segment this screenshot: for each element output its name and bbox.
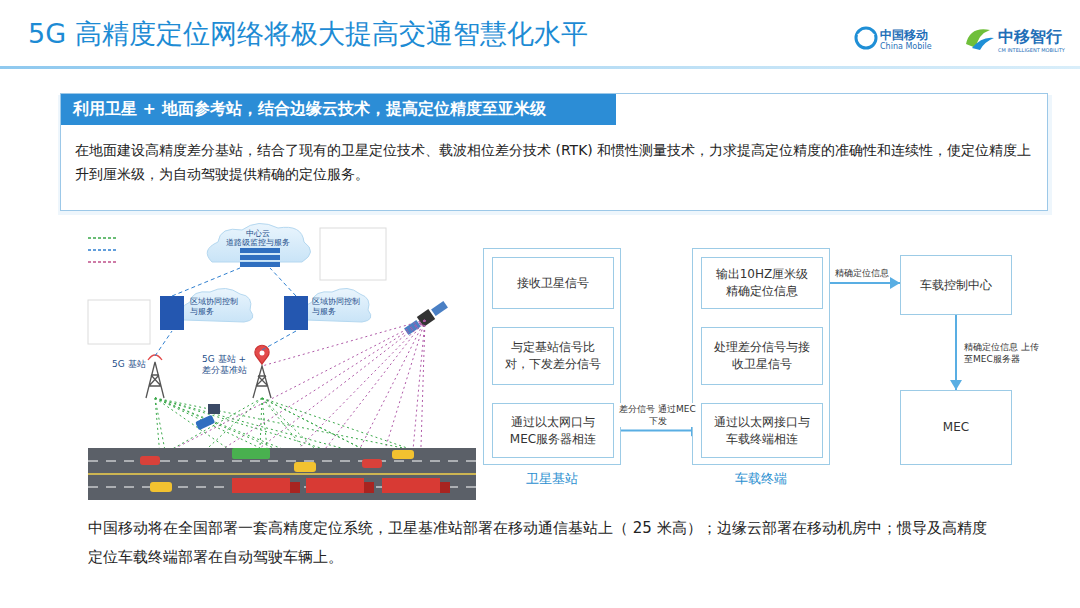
page-title: 5G 高精度定位网络将极大提高交通智慧化水平: [28, 16, 588, 52]
illustration-label: 区域协同控制与服务: [312, 297, 366, 317]
region-server: [160, 296, 184, 330]
signal-line: [160, 398, 262, 456]
box-text: 与定基站信号比对，下发差分信号: [501, 339, 605, 373]
summary-panel: 利用卫星 + 地面参考站，结合边缘云技术，提高定位精度至亚米级在地面建设高精度差…: [60, 93, 1048, 211]
illustration-label: 区域协同控制与服务: [190, 297, 244, 317]
edge-label: 精确定位信息 上传至MEC服务器: [964, 341, 1044, 365]
box-text: 接收卫星信号: [517, 275, 589, 292]
signal-line: [155, 331, 172, 356]
process-box: 处理差分信号与接收卫星信号: [701, 327, 823, 385]
illustration-label: 中心云: [246, 228, 270, 239]
flow-arrow: [823, 282, 900, 284]
group-box: 卫星基站接收卫星信号与定基站信号比对，下发差分信号通过以太网口与MEC服务器相连: [483, 248, 621, 465]
signal-line: [260, 320, 425, 448]
edge-label: 差分信号 通过MEC下发: [617, 403, 698, 427]
illustration-label: China Mobile: [880, 42, 932, 51]
group-label: 车载终端: [693, 470, 829, 488]
panel-heading: 利用卫星 + 地面参考站，结合边缘云技术，提高定位精度至亚米级: [61, 94, 616, 125]
signal-line: [160, 320, 425, 456]
signal-line: [270, 268, 296, 296]
flow-arrow: [614, 430, 701, 432]
illustration-label: 5G 基站 + 差分基准站: [202, 354, 256, 376]
process-box: 输出10HZ厘米级精确定位信息: [701, 257, 823, 309]
group-label: 卫星基站: [484, 470, 620, 488]
process-box: 通过以太网口与MEC服务器相连: [492, 403, 614, 458]
signal-line: [172, 268, 240, 296]
header-rule: [0, 66, 1080, 69]
tower-5g-rtk: [253, 345, 271, 398]
group-box: 车载终端输出10HZ厘米级精确定位信息处理差分信号与接收卫星信号通过以太网接口与…: [692, 248, 830, 465]
server-stack: [240, 248, 280, 267]
process-box: 接收卫星信号: [492, 257, 614, 309]
illustration-label: CM INTELLIGENT MOBILITY: [998, 47, 1065, 53]
line-samples: [88, 238, 116, 262]
region-cloud: [303, 288, 371, 322]
panel-body: 在地面建设高精度差分基站，结合了现有的卫星定位技术、载波相位差分技术 (RTK)…: [75, 138, 1033, 186]
box-text: 通过以太网口与MEC服务器相连: [501, 414, 605, 448]
region-server: [284, 296, 308, 330]
box-text: MEC: [943, 419, 969, 436]
flow-arrow: [955, 315, 957, 390]
illustration-label: 道路级监控与服务: [226, 237, 290, 248]
signal-line: [155, 398, 413, 450]
tower-5g: [146, 355, 164, 398]
center-cloud: [207, 223, 310, 262]
signal-line: [155, 398, 160, 456]
satellite: [403, 299, 449, 336]
illustration-label: 中移智行: [998, 27, 1062, 48]
signal-line: [262, 320, 425, 366]
process-box: 车载控制中心: [900, 255, 1012, 315]
illustration-label: 5G 基站: [112, 358, 146, 371]
signal-line: [155, 398, 260, 448]
process-box: 与定基站信号比对，下发差分信号: [492, 327, 614, 385]
region-cloud: [181, 288, 253, 322]
blank-panel: [320, 228, 386, 280]
edge-label: 精确定位信息: [835, 267, 889, 279]
process-box: MEC: [900, 390, 1012, 465]
caption: 中国移动将在全国部署一套高精度定位系统，卫星基准站部署在移动通信基站上（ 25 …: [88, 514, 998, 572]
box-text: 车载控制中心: [920, 277, 992, 294]
signal-line: [315, 320, 425, 462]
box-text: 处理差分信号与接收卫星信号: [710, 339, 814, 373]
signal-line: [260, 398, 262, 448]
cmim-logo: [966, 29, 994, 50]
box-text: 通过以太网接口与车载终端相连: [710, 414, 814, 448]
china-mobile-logo: [856, 28, 876, 48]
signal-line: [382, 320, 425, 459]
signal-line: [262, 398, 413, 450]
vehicles: [140, 404, 450, 493]
signal-line: [262, 331, 296, 350]
process-box: 通过以太网接口与车载终端相连: [701, 403, 823, 458]
blank-panel: [88, 300, 150, 344]
road: [88, 448, 476, 500]
box-text: 输出10HZ厘米级精确定位信息: [710, 266, 814, 300]
illustration-label: 中国移动: [880, 27, 928, 44]
